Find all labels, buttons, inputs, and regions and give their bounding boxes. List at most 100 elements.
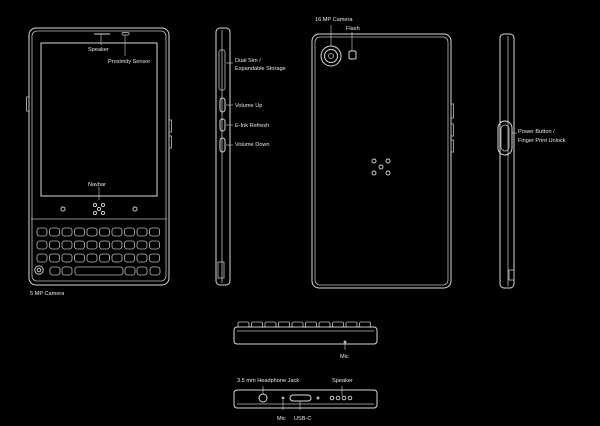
back-right-button-2 — [450, 123, 454, 137]
keyboard-key — [136, 240, 148, 250]
keyboard-key — [61, 266, 73, 276]
keyboard-key — [149, 240, 160, 250]
label-headphone-jack: 3.5 mm Headphone Jack — [237, 378, 299, 384]
sim-tray — [218, 49, 226, 91]
label-flash: Flash — [346, 26, 360, 32]
back-logo-icon — [371, 158, 391, 176]
keyboard-key — [149, 253, 160, 263]
top-mic-hole — [343, 340, 347, 344]
keyboard-key — [149, 227, 160, 237]
bottom-mic-hole — [281, 396, 285, 400]
back-body — [311, 33, 452, 289]
headphone-jack-icon — [258, 393, 268, 403]
right-side-lower-detail — [508, 269, 515, 281]
top-edge-key — [345, 321, 358, 328]
top-edge-key — [291, 321, 304, 328]
keyboard-key — [36, 240, 48, 250]
keyboard-key — [149, 266, 161, 276]
rear-camera-icon — [320, 45, 342, 67]
keyboard-key — [86, 253, 98, 263]
label-speaker-front: Speaker — [88, 47, 109, 53]
keyboard-key — [99, 253, 110, 263]
volume-up-button — [219, 97, 226, 113]
label-dual-sim-1: Dual Sim / — [235, 58, 261, 64]
label-rear-camera: 16 MP Camera — [315, 17, 353, 23]
right-side-body — [499, 33, 515, 289]
front-bezel — [31, 30, 167, 282]
label-proximity-sensor: Proximity Sensor — [108, 59, 150, 65]
keyboard-key — [74, 253, 85, 263]
front-camera-icon — [34, 265, 44, 275]
top-edge-view: Mic — [233, 321, 378, 360]
nav-home-icon — [92, 202, 106, 216]
keyboard-key — [49, 240, 60, 250]
label-mic-top: Mic — [340, 354, 349, 360]
spacebar-key — [74, 266, 124, 276]
top-edge-key-profile — [237, 321, 371, 328]
bottom-edge-view: 3.5 mm Headphone Jack Speaker Mic USB-C — [233, 378, 378, 422]
nav-back-icon — [60, 206, 66, 212]
keyboard-key — [136, 253, 148, 263]
keyboard-key — [86, 240, 98, 250]
keyboard-key — [111, 227, 123, 237]
front-body — [28, 27, 170, 286]
back-right-button-1 — [450, 103, 454, 119]
bottom-speaker-grille — [329, 395, 353, 401]
back-right-button-3 — [450, 139, 454, 153]
keyboard-key — [74, 227, 85, 237]
keyboard-key — [36, 227, 48, 237]
top-edge-body — [233, 326, 378, 345]
volume-down-button — [219, 137, 226, 153]
keyboard-key — [86, 227, 98, 237]
label-speaker-bottom: Speaker — [332, 378, 353, 384]
keyboard-key — [124, 253, 135, 263]
keyboard — [36, 227, 161, 276]
label-volume-up: Volume Up — [235, 103, 262, 109]
keyboard-key — [111, 253, 123, 263]
keyboard-key — [124, 240, 135, 250]
keyboard-key — [124, 227, 135, 237]
front-right-button-2 — [168, 135, 172, 149]
usb-c-port — [289, 394, 312, 402]
proximity-sensor — [121, 32, 130, 36]
keyboard-key — [99, 240, 110, 250]
top-edge-key — [264, 321, 277, 328]
top-edge-key — [359, 321, 371, 328]
eink-refresh-button — [219, 118, 226, 132]
fingerprint-sensor — [500, 124, 510, 152]
front-right-button-1 — [168, 119, 172, 133]
top-edge-key — [251, 321, 263, 328]
keyboard-key — [61, 227, 73, 237]
front-screen — [40, 42, 158, 197]
label-usb-c: USB-C — [294, 416, 311, 422]
keyboard-key — [111, 240, 123, 250]
bottom-small-hole — [316, 396, 320, 400]
keyboard-key — [61, 253, 73, 263]
left-side-body — [215, 27, 231, 286]
back-view: 16 MP Camera Flash — [311, 17, 454, 289]
flash-icon — [348, 50, 357, 60]
top-edge-key — [305, 321, 317, 328]
keyboard-key — [74, 240, 85, 250]
nav-recent-icon — [132, 206, 138, 212]
power-button-outer — [497, 120, 513, 156]
keyboard-key — [61, 240, 73, 250]
label-dual-sim-2: Expandable Storage — [235, 66, 286, 72]
back-inner-outline — [314, 36, 449, 286]
label-navbar: Navbar — [88, 182, 106, 188]
keyboard-key — [136, 227, 148, 237]
left-side-view: Dual Sim / Expandable Storage Volume Up … — [215, 27, 286, 286]
left-side-lower-detail — [217, 261, 225, 279]
keyboard-key — [99, 227, 110, 237]
label-front-camera: 5 MP Camera — [30, 291, 65, 297]
bottom-edge-body — [233, 389, 378, 409]
keyboard-key — [36, 253, 48, 263]
keyboard-key — [49, 266, 61, 276]
label-power-2: Finger Print Unlock — [518, 138, 566, 144]
label-volume-down: Volume Down — [235, 142, 270, 148]
keyboard-key — [124, 266, 136, 276]
top-edge-key — [237, 321, 250, 328]
top-edge-key — [332, 321, 344, 328]
